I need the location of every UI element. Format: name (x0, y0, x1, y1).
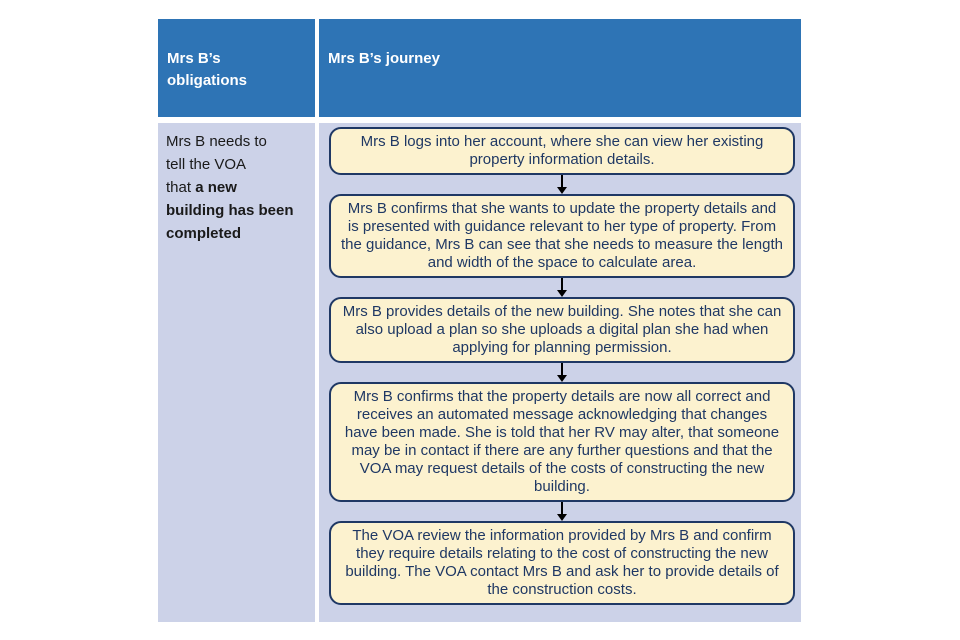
journey-step-4: Mrs B confirms that the property details… (329, 382, 795, 502)
journey-step-2-text: Mrs B confirms that she wants to update … (341, 200, 783, 271)
journey-step-5-text: The VOA review the information provided … (345, 527, 779, 598)
journey-step-3: Mrs B provides details of the new buildi… (329, 297, 795, 363)
arrow-head (557, 375, 567, 382)
arrow-head (557, 290, 567, 297)
journey-step-5: The VOA review the information provided … (329, 521, 795, 605)
down-arrow-icon (329, 278, 795, 297)
arrow-shaft (561, 502, 563, 514)
down-arrow-icon (329, 175, 795, 194)
down-arrow-icon (329, 363, 795, 382)
header-obligations-label: Mrs B’s obligations (167, 50, 247, 89)
down-arrow-icon (329, 502, 795, 521)
journey-flow: Mrs B logs into her account, where she c… (319, 123, 801, 622)
obligation-text-bold: a new building has been completed (166, 179, 294, 242)
journey-step-1-text: Mrs B logs into her account, where she c… (360, 133, 764, 168)
arrow-head (557, 514, 567, 521)
journey-cell: Mrs B logs into her account, where she c… (319, 123, 801, 622)
header-journey-label: Mrs B’s journey (328, 50, 440, 67)
obligation-cell: Mrs B needs to tell the VOA that a new b… (158, 123, 315, 622)
obligation-text-plain: Mrs B needs to tell the VOA that (166, 133, 267, 196)
obligation-text: Mrs B needs to tell the VOA that a new b… (158, 123, 315, 252)
arrow-shaft (561, 175, 563, 187)
arrow-shaft (561, 278, 563, 290)
arrow-head (557, 187, 567, 194)
header-cell-obligations: Mrs B’s obligations (158, 19, 315, 117)
header-cell-journey: Mrs B’s journey (319, 19, 801, 117)
journey-step-1: Mrs B logs into her account, where she c… (329, 127, 795, 175)
arrow-shaft (561, 363, 563, 375)
journey-step-4-text: Mrs B confirms that the property details… (344, 388, 780, 495)
journey-step-3-text: Mrs B provides details of the new buildi… (342, 303, 782, 356)
obligations-journey-table: Mrs B’s obligations Mrs B’s journey Mrs … (158, 19, 801, 622)
journey-step-2: Mrs B confirms that she wants to update … (329, 194, 795, 278)
